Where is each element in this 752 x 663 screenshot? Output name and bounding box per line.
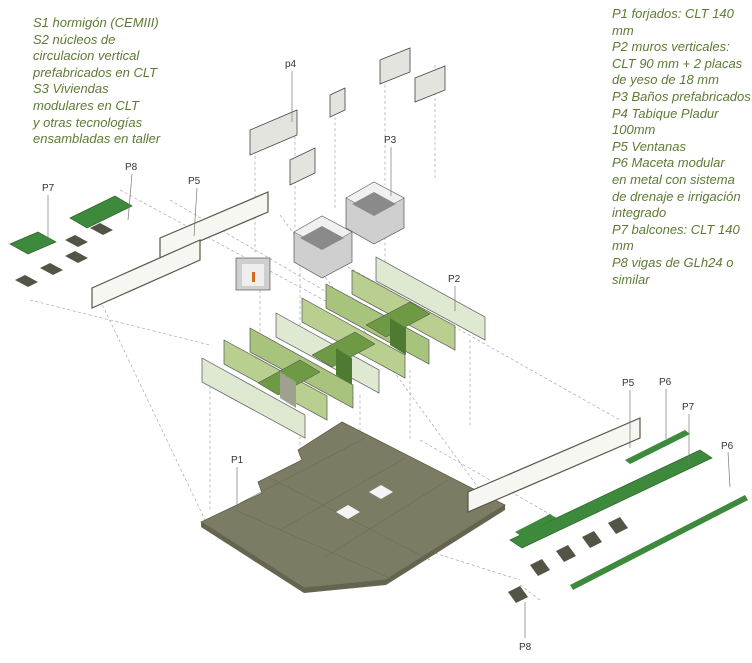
label-p4: p4 bbox=[285, 59, 297, 70]
legend-right-line: P8 vigas de GLh24 o bbox=[612, 254, 734, 270]
legend-right-line: P6 Maceta modular bbox=[612, 155, 725, 171]
component-labels: P7 P8 P5 p4 P3 P2 P1 P5 P6 P7 P6 P8 bbox=[42, 59, 734, 653]
label-p8-top: P8 bbox=[125, 162, 138, 173]
label-p5-left: P5 bbox=[188, 176, 201, 187]
legend-right-line: 100mm bbox=[612, 122, 656, 138]
legend-left-line: prefabricados en CLT bbox=[33, 64, 158, 80]
p2-wall-panels bbox=[201, 256, 486, 439]
p4-partitions bbox=[249, 47, 446, 186]
legend-right-line: P3 Baños prefabricados bbox=[612, 88, 751, 104]
label-p6-b: P6 bbox=[721, 441, 734, 452]
legend-left-line: S2 núcleos de bbox=[33, 31, 116, 47]
legend-right-line: en metal con sistema bbox=[612, 171, 735, 187]
legend-left-line: y otras tecnologías bbox=[33, 114, 143, 130]
legend-right-line: P1 forjados: CLT 140 bbox=[612, 6, 734, 21]
legend-left-line: S3 Viviendas bbox=[33, 81, 109, 97]
p5-window-strip-left bbox=[91, 191, 269, 309]
label-p6-a: P6 bbox=[659, 377, 672, 388]
label-p8-bottom: P8 bbox=[519, 642, 532, 653]
legend-left-line: circulacion vertical bbox=[33, 48, 140, 64]
p1-slab bbox=[200, 421, 506, 593]
p7-balcony-right bbox=[509, 449, 713, 549]
p8-beams-left bbox=[15, 223, 113, 287]
legend-left-line: S1 hormigón (CEMIII) bbox=[33, 15, 159, 30]
legend-right-line: CLT 90 mm + 2 placas bbox=[612, 55, 743, 71]
p5-window-wall-right bbox=[467, 417, 641, 513]
legend-right-line: P7 balcones: CLT 140 bbox=[612, 221, 740, 237]
label-p7-left: P7 bbox=[42, 183, 55, 194]
legend-left-line: ensambladas en taller bbox=[33, 131, 161, 147]
legend-right-line: mm bbox=[612, 22, 634, 38]
label-p2: P2 bbox=[448, 274, 461, 285]
legend-right-line: de yeso de 18 mm bbox=[612, 72, 719, 88]
legend-right-line: similar bbox=[612, 271, 650, 287]
legend-right-line: mm bbox=[612, 238, 634, 254]
p3-bathroom-pods bbox=[235, 181, 405, 291]
legend-right-line: de drenaje e irrigación bbox=[612, 188, 741, 204]
p8-beams-right bbox=[508, 517, 628, 603]
label-p7-right: P7 bbox=[682, 402, 695, 413]
legend-left-line: modulares en CLT bbox=[33, 97, 139, 113]
p6-planters bbox=[515, 430, 748, 590]
label-p5-right: P5 bbox=[622, 378, 635, 389]
label-p3: P3 bbox=[384, 135, 397, 146]
label-p1: P1 bbox=[231, 455, 244, 466]
legend-right-line: integrado bbox=[612, 205, 667, 221]
legend-right-line: P5 Ventanas bbox=[612, 138, 686, 154]
p7-balconies-left bbox=[9, 195, 133, 255]
legend-right-line: P2 muros verticales: bbox=[612, 39, 730, 55]
legend-right-line: P4 Tabique Pladur bbox=[612, 105, 719, 121]
label-leaders bbox=[47, 71, 731, 638]
